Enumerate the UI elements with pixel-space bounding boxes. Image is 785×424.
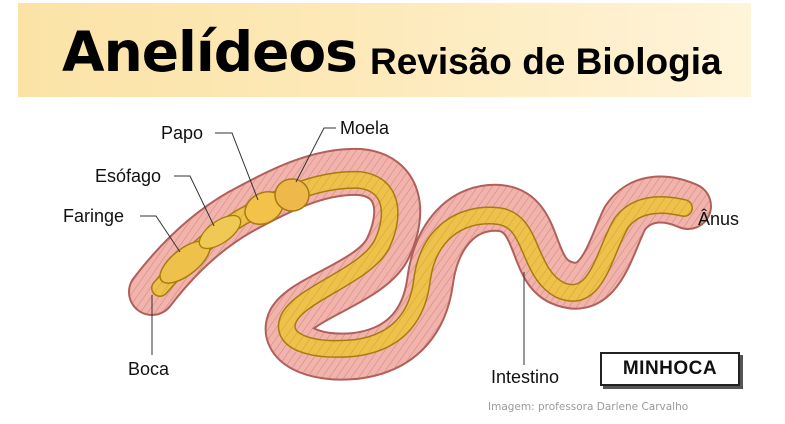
page-subtitle: Revisão de Biologia — [370, 41, 722, 82]
moela-leader — [295, 127, 336, 183]
faringe-leader — [140, 215, 181, 253]
page-title: Anelídeos — [62, 20, 358, 84]
organs — [159, 178, 310, 284]
minhoca-tag: MINHOCA — [600, 352, 740, 386]
label-faringe: Faringe — [63, 206, 125, 226]
digestive-tract — [151, 170, 693, 358]
label-esofago: Esófago — [95, 166, 162, 186]
label-boca: Boca — [128, 359, 170, 379]
label-anus: Ânus — [698, 209, 740, 229]
label-intestino: Intestino — [491, 367, 560, 387]
image-credit: Imagem: professora Darlene Carvalho — [488, 401, 689, 413]
label-papo: Papo — [161, 123, 204, 143]
esofago-leader — [174, 175, 215, 227]
gizzard-shape — [274, 178, 310, 212]
label-moela: Moela — [340, 118, 390, 138]
title-banner: Anelídeos Revisão de Biologia — [18, 3, 751, 97]
papo-leader — [215, 132, 259, 201]
esophagus-shape — [198, 214, 242, 250]
leader-lines — [140, 127, 525, 365]
